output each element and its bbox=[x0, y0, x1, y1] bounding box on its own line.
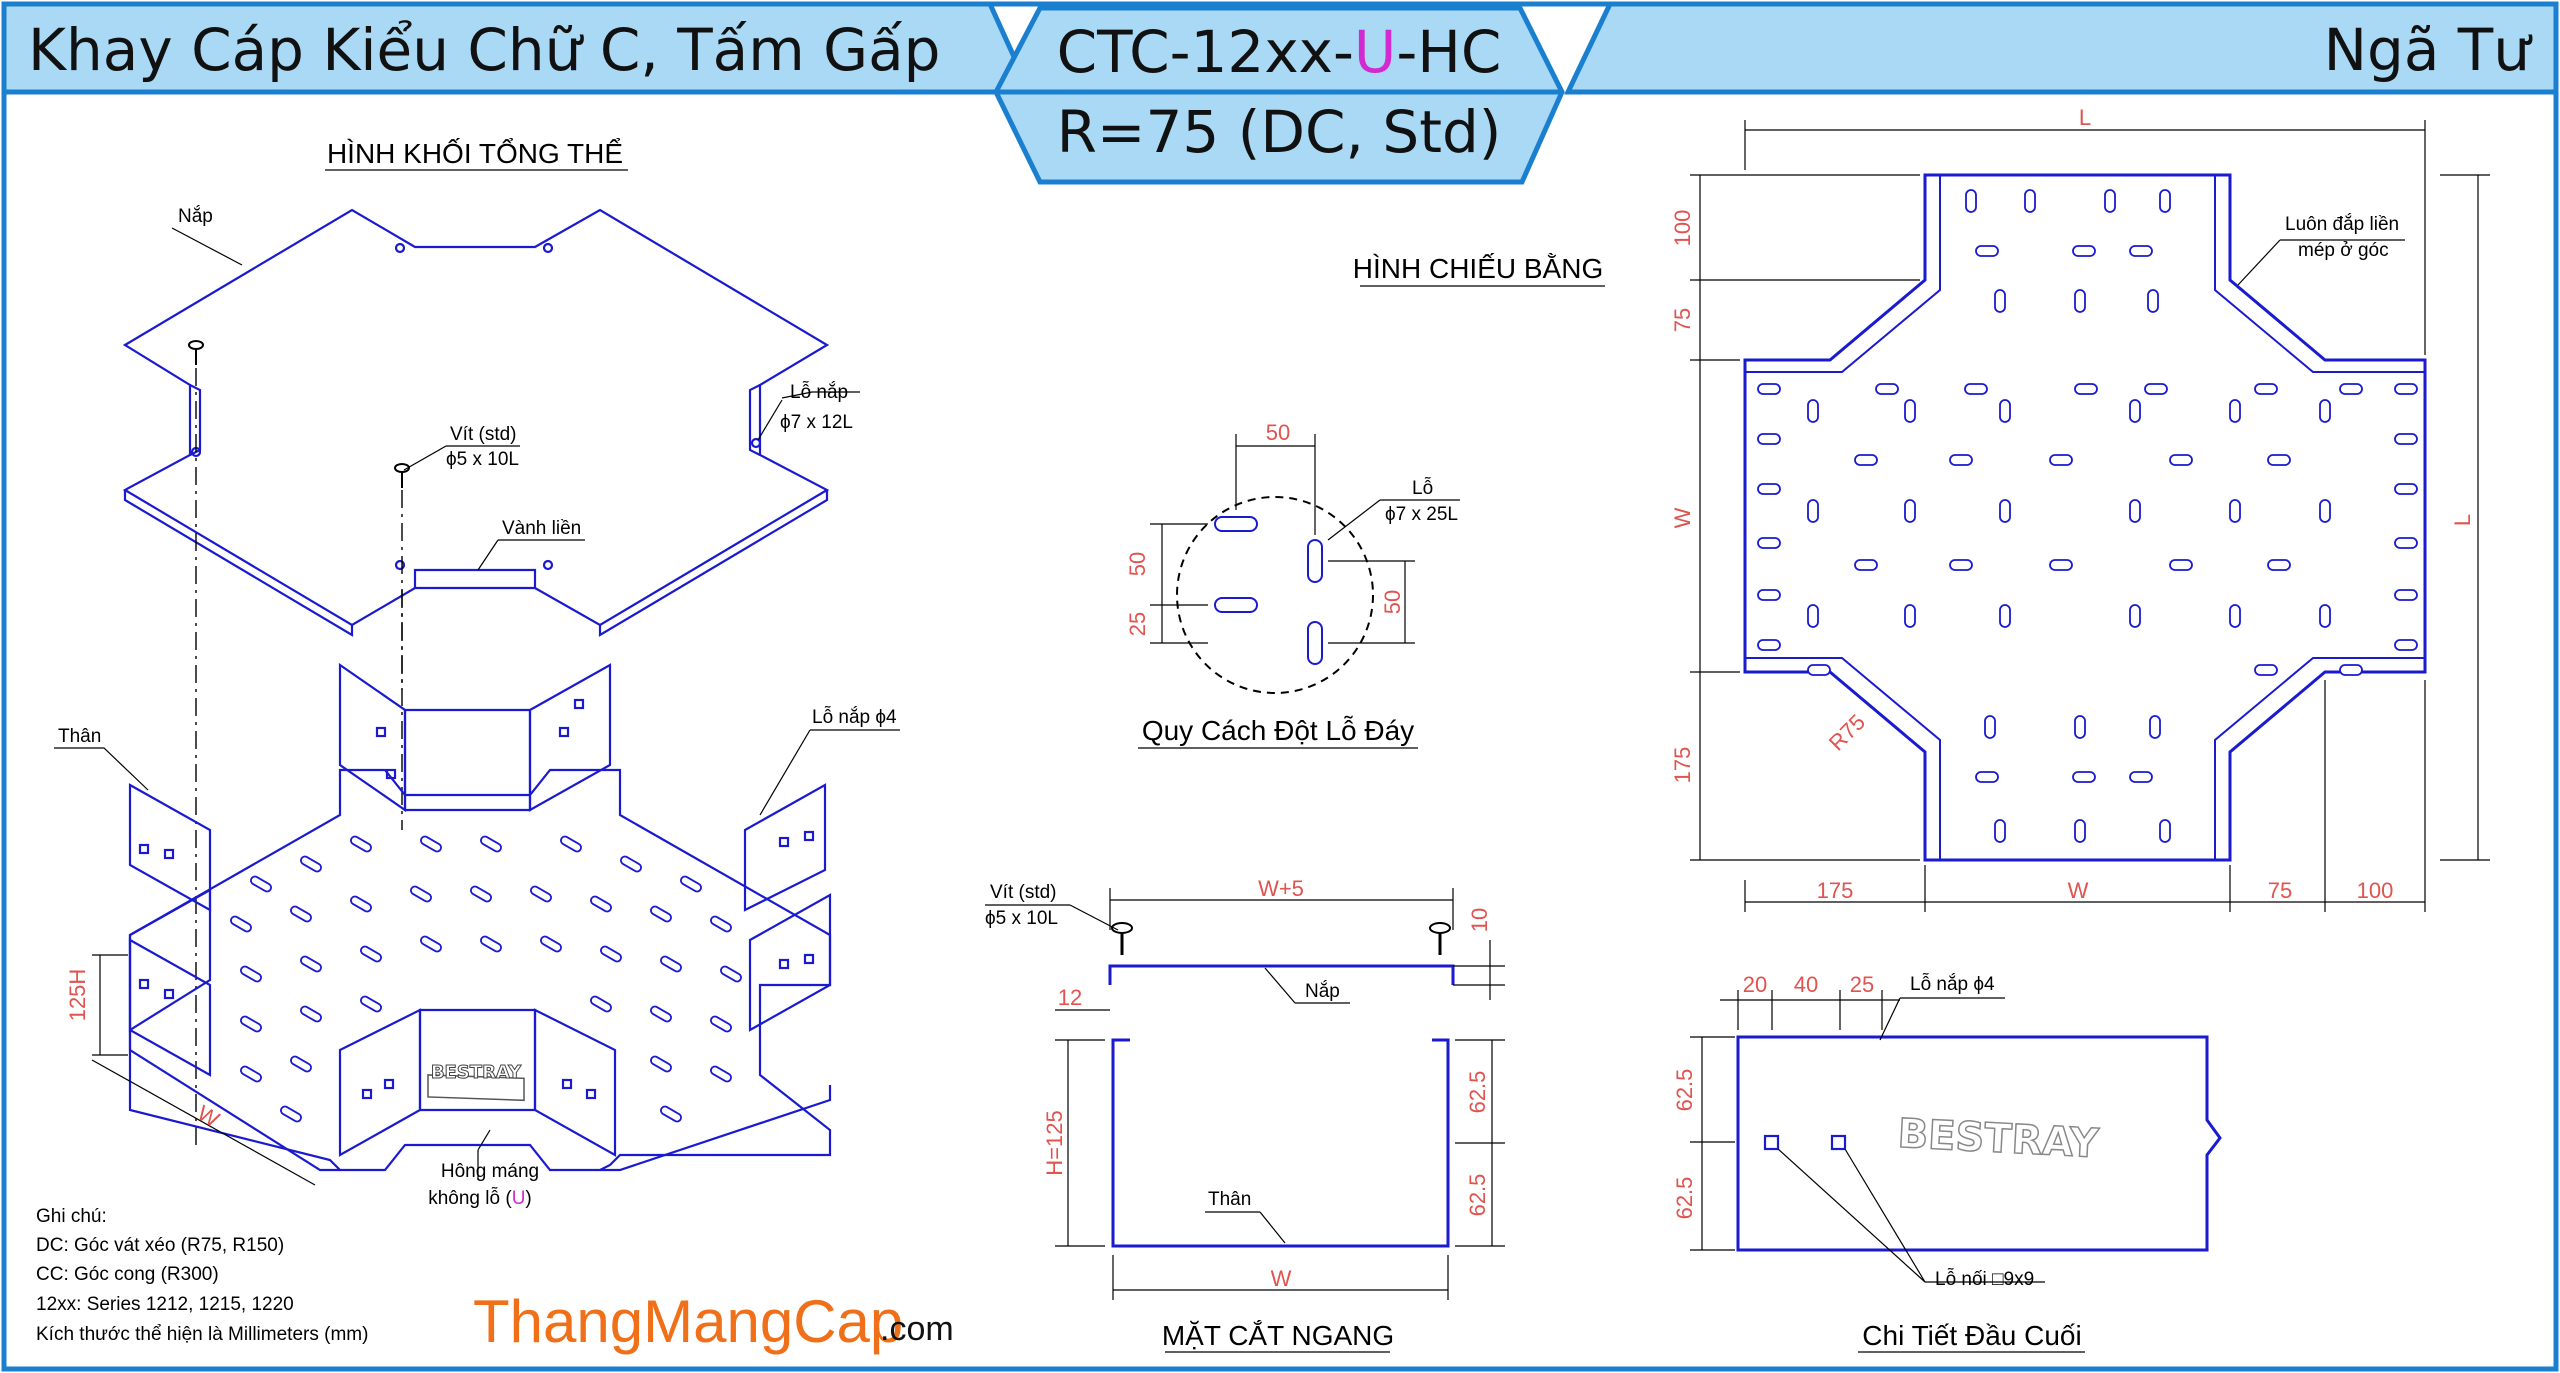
label-sec-screw-size: ϕ5 x 10L bbox=[985, 908, 1058, 929]
dim-end-62b: 62.5 bbox=[1672, 1177, 1697, 1220]
iso-view: HÌNH KHỐI TỔNG THỂ bbox=[54, 137, 900, 1209]
label-hole-size: ϕ7 x 25L bbox=[1385, 504, 1458, 525]
dim-plan-75: 75 bbox=[1670, 308, 1695, 332]
dim-hole-right: 50 bbox=[1380, 590, 1405, 614]
notes-title: Ghi chú: bbox=[36, 1206, 107, 1227]
plan-note-2: mép ở góc bbox=[2298, 240, 2389, 261]
label-cover-hole: Lỗ nắp bbox=[790, 381, 848, 403]
label-sec-cover: Nắp bbox=[1305, 980, 1340, 1002]
plan-view-title: HÌNH CHIẾU BẰNG bbox=[1353, 253, 1603, 284]
label-screw: Vít (std) bbox=[450, 424, 517, 445]
label-screw-size: ϕ5 x 10L bbox=[446, 449, 519, 470]
label-hole: Lỗ bbox=[1412, 477, 1433, 499]
dim-hole-left-b: 25 bbox=[1125, 612, 1150, 636]
end-detail-title: Chi Tiết Đầu Cuối bbox=[1862, 1320, 2081, 1351]
notes: Ghi chú: DC: Góc vát xéo (R75, R150) CC:… bbox=[36, 1206, 368, 1345]
dim-plan-W: W bbox=[1670, 507, 1695, 528]
section-title: MẶT CẮT NGANG bbox=[1162, 1320, 1394, 1351]
label-body: Thân bbox=[58, 726, 101, 747]
hole-spec-title: Quy Cách Đột Lỗ Đáy bbox=[1142, 715, 1414, 746]
iso-view-title: HÌNH KHỐI TỔNG THỂ bbox=[327, 137, 623, 169]
note-line-2: 12xx: Series 1212, 1215, 1220 bbox=[36, 1294, 294, 1315]
dim-sec-12: 12 bbox=[1058, 985, 1082, 1010]
dim-iso-h: 125H bbox=[65, 969, 90, 1022]
label-cover: Nắp bbox=[178, 205, 213, 227]
logo-bestray-end: BESTRAY bbox=[1897, 1111, 2101, 1168]
label-end-cover-hole4: Lỗ nắp ϕ4 bbox=[1910, 973, 1995, 995]
dim-hole-left-a: 50 bbox=[1125, 552, 1150, 576]
label-side-wall: Hông máng bbox=[441, 1161, 539, 1182]
label-sec-body: Thân bbox=[1208, 1189, 1251, 1210]
title-block: Khay Cáp Kiểu Chữ C, Tấm Gấp CTC-12xx-U-… bbox=[1, 1, 2559, 185]
dim-plan-175: 175 bbox=[1670, 747, 1695, 784]
plan-note-1: Luôn đắp liền bbox=[2285, 213, 2399, 235]
dim-sec-62b: 62.5 bbox=[1465, 1174, 1490, 1217]
dim-sec-W5: W+5 bbox=[1258, 876, 1304, 901]
label-rim: Vành liền bbox=[502, 518, 581, 539]
dim-plan-bottom-175: 175 bbox=[1817, 878, 1854, 903]
note-line-3: Kích thước thể hiện là Millimeters (mm) bbox=[36, 1324, 368, 1345]
hole-spec: 50 50 25 50 Lỗ ϕ7 x 25L Quy Cách Đột Lỗ … bbox=[1125, 420, 1460, 749]
dim-end-25: 25 bbox=[1850, 972, 1874, 997]
dim-plan-L-right: L bbox=[2450, 514, 2475, 526]
brand-name: ThangMangCap bbox=[473, 1288, 903, 1355]
dim-end-40: 40 bbox=[1794, 972, 1818, 997]
label-end-joint: Lỗ nối □9x9 bbox=[1935, 1268, 2034, 1290]
label-sec-screw: Vít (std) bbox=[990, 882, 1057, 903]
radius-spec: R=75 (DC, Std) bbox=[1057, 98, 1502, 166]
label-side-wall-2: không lỗ (U) bbox=[428, 1187, 532, 1209]
brand-watermark: ThangMangCap .com bbox=[473, 1288, 954, 1355]
dim-plan-bottom-100: 100 bbox=[2357, 878, 2394, 903]
screw-icon bbox=[188, 340, 410, 488]
brand-domain: .com bbox=[880, 1310, 954, 1348]
product-code: CTC-12xx-U-HC bbox=[1057, 18, 1502, 86]
dim-plan-L-top: L bbox=[2079, 105, 2091, 130]
dim-plan-100: 100 bbox=[1670, 210, 1695, 247]
dim-sec-10: 10 bbox=[1467, 908, 1492, 932]
dim-end-20: 20 bbox=[1743, 972, 1767, 997]
dim-end-62a: 62.5 bbox=[1672, 1069, 1697, 1112]
product-title: Khay Cáp Kiểu Chữ C, Tấm Gấp bbox=[28, 16, 940, 84]
logo-bestray-iso: BESTRAY bbox=[431, 1062, 522, 1083]
dim-sec-W: W bbox=[1271, 1266, 1292, 1291]
dim-hole-top: 50 bbox=[1266, 420, 1290, 445]
end-detail: 20 40 25 Lỗ nắp ϕ4 62.5 62.5 Lỗ nối □9x9… bbox=[1672, 972, 2222, 1353]
note-line-1: CC: Góc cong (R300) bbox=[36, 1264, 219, 1285]
label-cover-hole-size: ϕ7 x 12L bbox=[780, 412, 853, 433]
dim-sec-H: H=125 bbox=[1042, 1110, 1067, 1175]
fitting-type: Ngã Tư bbox=[2324, 16, 2534, 84]
dim-plan-bottom-W: W bbox=[2068, 878, 2089, 903]
cross-section: W+5 10 12 H=125 62.5 62.5 W Vít (std) ϕ5… bbox=[985, 876, 1505, 1353]
plan-view: HÌNH CHIẾU BẰNG bbox=[1353, 105, 2490, 912]
dim-sec-62a: 62.5 bbox=[1465, 1071, 1490, 1114]
note-line-0: DC: Góc vát xéo (R75, R150) bbox=[36, 1235, 284, 1256]
dim-plan-bottom-75: 75 bbox=[2268, 878, 2292, 903]
label-cover-hole4: Lỗ nắp ϕ4 bbox=[812, 706, 897, 728]
tray-body: BESTRAY bbox=[128, 662, 832, 1172]
screw-icon bbox=[1111, 922, 1451, 955]
cover-plate bbox=[122, 208, 830, 637]
